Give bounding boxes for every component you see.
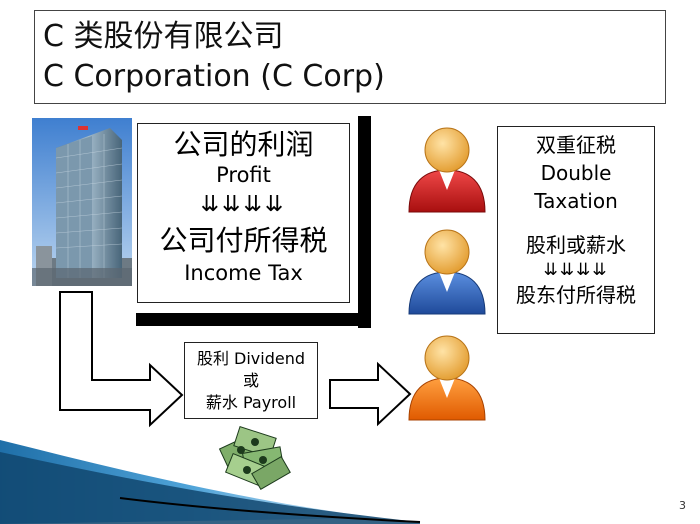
corporate-profit-box: 公司的利润 Profit ⇊⇊⇊⇊ 公司付所得税 Income Tax: [137, 123, 350, 303]
double-label: Double: [540, 161, 612, 185]
dark-swoosh-shape: [0, 452, 420, 524]
down-arrows: ⇊⇊⇊⇊: [200, 192, 287, 217]
double-taxation-box: 双重征税 Double Taxation 股利或薪水 ⇊⇊⇊⇊ 股东付所得税: [497, 126, 655, 334]
office-building-image: [32, 118, 132, 286]
payroll-label: 薪水 Payroll: [205, 393, 297, 412]
dividend-payroll-box: 股利 Dividend 或 薪水 Payroll: [184, 342, 318, 419]
title-english: C Corporation (C Corp): [43, 59, 385, 94]
profit-chinese: 公司的利润: [173, 128, 314, 161]
bracket-vertical-bar: [358, 116, 371, 328]
person-blue-icon: [408, 229, 486, 315]
page-number: 3: [679, 499, 686, 512]
double-taxation-chinese: 双重征税: [536, 133, 616, 157]
shareholder-tax-chinese: 股东付所得税: [516, 283, 636, 307]
taxation-label: Taxation: [534, 189, 618, 213]
title-chinese: C 类股份有限公司: [43, 19, 284, 54]
right-arrow-icon: [329, 361, 412, 427]
or-label: 或: [242, 371, 259, 390]
l-shaped-arrow-icon: [59, 291, 184, 428]
dividend-or-salary-chinese: 股利或薪水: [526, 233, 626, 257]
person-orange-icon: [408, 335, 486, 421]
title-box: C 类股份有限公司 C Corporation (C Corp): [34, 10, 666, 104]
money-bills-icon: [218, 425, 291, 490]
person-red-icon: [408, 127, 486, 213]
income-tax-chinese: 公司付所得税: [159, 224, 328, 257]
bracket-horizontal-bar: [136, 313, 371, 326]
income-tax-english: Income Tax: [184, 261, 303, 285]
profit-english: Profit: [216, 163, 271, 187]
dividend-label: 股利 Dividend: [196, 349, 306, 368]
swoosh-line: [119, 497, 421, 523]
down-arrows-small: ⇊⇊⇊⇊: [543, 260, 609, 280]
